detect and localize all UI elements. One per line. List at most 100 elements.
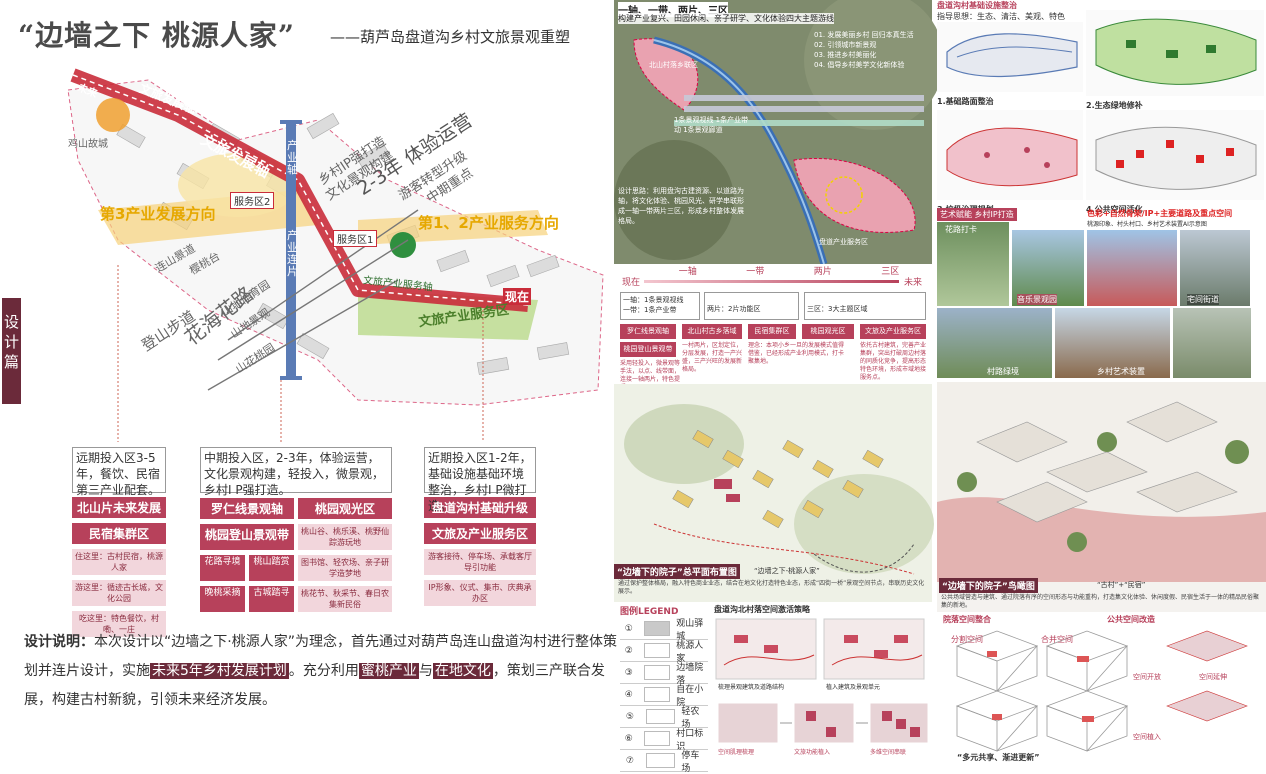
- band3-label: 第3产业发展方向: [100, 205, 216, 223]
- planning-map: 未来 文旅发展轴 文旅发展轴 现在 产业轴 产业连片 2-3年 体验运营 乡村I…: [58, 60, 618, 442]
- description-highlight-2: 蜜桃产业: [358, 663, 419, 679]
- guide-item-2: 2.生态绿地修补: [1086, 101, 1143, 110]
- art-photo-7: [1173, 308, 1251, 378]
- aerial-panel: “边墙下的院子”鸟瞰图 “古村”+“民宿” 公共场域营造与建筑、通过院落有序的空…: [937, 382, 1266, 612]
- structure-list: 01. 发展美丽乡村 回归本真生活 02. 引领城市新景观 03. 推进乡村美丽…: [814, 30, 914, 70]
- structure-map-panel: 一轴、一带、两片、三区 构建产业复兴、田园休闲、亲子研学、文化体验四大主题游线 …: [614, 0, 944, 265]
- strategy-step-3: 空间肌理梳理: [718, 749, 755, 756]
- guide-title: 盘道沟村基础设施整治: [937, 1, 1017, 10]
- legend-label: 桃源人家: [676, 640, 704, 664]
- industry-axis-label: 产业轴: [287, 139, 298, 176]
- courtyard-left-title: 院落空间整合: [943, 615, 991, 624]
- structure-list-item-3: 03. 推进乡村美丽化: [814, 51, 877, 59]
- art-photo-3: [1087, 230, 1177, 306]
- description-p1: 本次设计以“边墙之下·桃源人家”为理念，首先通过对葫芦岛连山盘道沟村进行整体策划…: [24, 634, 617, 679]
- far-term-item-2: 游这里：循迹古长城，文化公园: [72, 580, 166, 606]
- strategy-step-1: 梳理景观建筑及道路结构: [718, 684, 785, 691]
- legend-row: ② 桃源人家: [620, 640, 708, 664]
- mid-term-column: 中期投入区，2-3年，体验运营，文化景观构建，轻投入，微景观，乡村I P强打造。…: [200, 447, 392, 612]
- art-label-3: 宅间街道: [1187, 294, 1219, 305]
- aerial-graphic: [937, 382, 1266, 582]
- timeline-label-3: 两片: [813, 267, 832, 277]
- aerial-tag: “古村”+“民宿”: [1097, 581, 1146, 589]
- page-subtitle: ——葫芦岛盘道沟乡村文旅景观重塑: [330, 28, 571, 46]
- site-plan-sub: “边墙之下-桃源人家”: [754, 567, 820, 575]
- service2-label: 服务区2: [230, 192, 275, 209]
- legend-label: 轻农场: [681, 706, 700, 730]
- guide-sub: 指导思想：生态、清洁、美观、特色: [937, 12, 1065, 21]
- art-sub: 桃源印象、村头村口、乡村艺术装置AI示意图: [1087, 221, 1207, 228]
- near-term-text: 近期投入区1-2年，基础设施基础环境整治，乡村I P微打造。: [424, 447, 536, 513]
- far-term-item-3: 吃这里：特色餐饮，村嘞、一庄: [72, 611, 166, 637]
- timeline-now: 现在: [622, 278, 641, 288]
- mid-term-pill-2: 桃园观光区: [298, 498, 392, 519]
- far-term-column: 远期投入区3-5年，餐饮、民宿第三产业配套。 北山片未来发展 民宿集群区 住这里…: [72, 447, 166, 637]
- guide-map-1: 盘道沟村基础设施整治 指导思想：生态、清洁、美观、特色 1.基础路面整治: [937, 0, 1083, 110]
- near-term-mini-1: 游客接待、停车场、承载客厅导引功能: [424, 549, 536, 575]
- art-label-4: 村路绿境: [987, 367, 1019, 376]
- strategy-panel: 盘道沟北村落空间激活策略 梳理景观建筑及道路结构 植入建筑及景观单元 空间肌理梳…: [714, 604, 932, 759]
- near-term-column: 近期投入区1-2年，基础设施基础环境整治，乡村I P微打造。 盘道沟村基础升级 …: [424, 447, 536, 606]
- description-p2: 。充分利用: [288, 663, 359, 679]
- structure-list-item-1: 01. 发展美丽乡村 回归本真生活: [814, 31, 914, 39]
- mid-term-mini-3: 桃花节、秋采节、春日农集新民俗: [298, 586, 392, 612]
- description-highlight-3: 在地文化: [432, 663, 493, 679]
- courtyard-right-title: 公共空间改造: [1107, 615, 1155, 624]
- timeline-box-2: 两片：2片功能区: [704, 292, 799, 320]
- timeline-label-4: 三区: [881, 267, 900, 277]
- guide-map-3: 3.垃圾治理规划: [937, 110, 1083, 214]
- description-p4: ，策划三产联合发展，构建古村新貌，引领未来经济发展。: [24, 663, 605, 708]
- industry-chain-label: 产业连片: [287, 229, 298, 278]
- old-town-label: 鸡山故城: [68, 139, 108, 150]
- courtyard-label-6: “多元共享、渐进更新”: [957, 753, 1040, 762]
- timeline-pill-5: 文旅及产业服务区: [860, 324, 926, 339]
- near-term-mini-2: IP形象、仪式、集市、庆典承办区: [424, 580, 536, 606]
- strategy-graphic: [715, 618, 929, 744]
- timeline-pill-2: 北山村古乡落域: [682, 324, 742, 339]
- timeline-pill-3: 民宿集群区: [748, 324, 796, 339]
- description-highlight-1: 未来5年乡村发展计划: [150, 663, 289, 679]
- structure-tag-1: 北山村落乡联区: [649, 61, 698, 69]
- legend-number: ④: [624, 689, 633, 700]
- timeline-note-2: 一村两片，区划定位，分层发展，打造一产兴盛，三产兴旺的发展新格局。: [682, 342, 743, 373]
- near-term-pill-1: 盘道沟村基础升级: [424, 497, 536, 518]
- mid-term-small-2: 桃山踏赏: [249, 555, 294, 581]
- structure-list-item-4: 04. 倡导乡村美学文化新体验: [814, 61, 905, 69]
- mid-term-mini-1: 桃山谷、桃乐溪、桃野仙踪游玩地: [298, 524, 392, 550]
- timeline-note-4: 依托古村建筑，完善产业集群，突出打破周边村落的同质化竞争，提高形态特色环境，形成…: [860, 342, 927, 381]
- axis-now-label: 现在: [503, 288, 532, 305]
- guide-map-2: 2.生态绿地修补: [1086, 10, 1264, 110]
- art-panel: 艺术赋能 乡村IP打造 色彩+自然骨架/IP+主要道路及重点空间 桃源印象、村头…: [937, 208, 1266, 380]
- legend-number: ③: [624, 667, 633, 678]
- timeline-box-3: 三区：3大主题区域: [804, 292, 926, 320]
- near-term-pill-2: 文旅及产业服务区: [424, 523, 536, 544]
- art-label-5: 乡村艺术装置: [1097, 367, 1145, 376]
- mid-term-pill-1: 罗仁线景观轴: [200, 498, 294, 519]
- structure-sub: 构建产业复兴、田园休闲、亲子研学、文化体验四大主题游线: [618, 13, 834, 24]
- description-lead: 设计说明：: [24, 634, 94, 650]
- courtyard-label-1: 分割空间: [951, 635, 983, 644]
- legend-number: ⑤: [625, 711, 634, 722]
- timeline-pill-4: 桃园观光区: [802, 324, 854, 339]
- structure-tag-2: 盘道产业服务区: [819, 238, 868, 246]
- legend-swatch: [645, 753, 676, 768]
- page-title: “边墙之下 桃源人家”: [18, 19, 295, 52]
- structure-list-item-2: 02. 引领城市新景观: [814, 41, 877, 49]
- legend-title: 图例LEGEND: [620, 607, 679, 617]
- courtyard-label-4: 空间延伸: [1199, 673, 1227, 681]
- guide-map-4-graphic: [1086, 110, 1264, 200]
- legend-number: ⑦: [625, 755, 634, 766]
- legend-number: ②: [624, 645, 633, 656]
- legend-label: 自在小院: [676, 684, 704, 708]
- legend-swatch: [643, 687, 671, 702]
- mid-term-text: 中期投入区，2-3年，体验运营，文化景观构建，轻投入，微景观，乡村I P强打造。: [200, 447, 392, 497]
- guide-item-4: 4.公共空间活化: [1086, 205, 1143, 214]
- site-plan-text: 通过保护整体格局，融入特色商业业态，结合在地文化打造特色业态，形成“四街一桥”景…: [618, 580, 925, 595]
- legend-number: ⑥: [624, 733, 633, 744]
- legend-label: 观山驿城: [676, 618, 704, 642]
- art-bar: 艺术赋能 乡村IP打造: [937, 208, 1017, 221]
- structure-map-graphic: [614, 0, 944, 265]
